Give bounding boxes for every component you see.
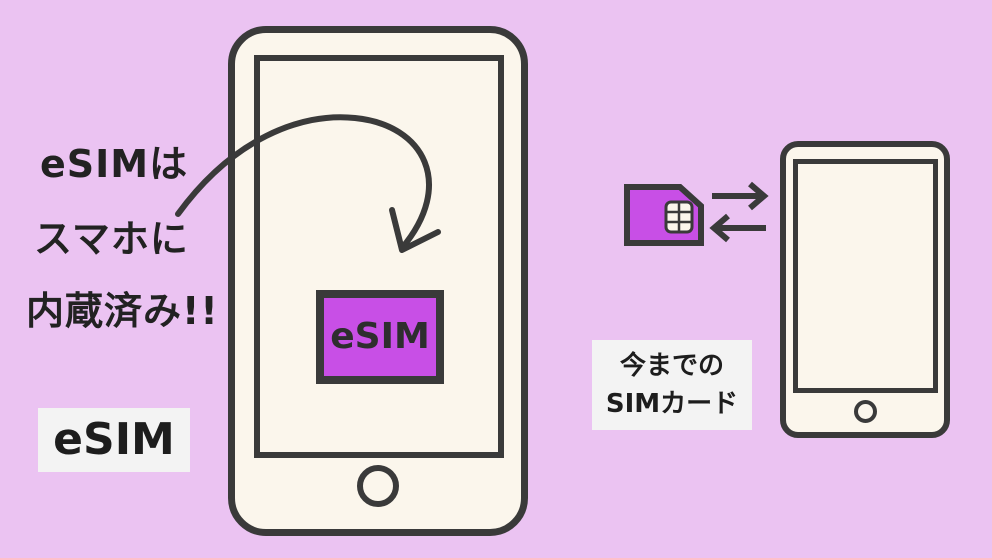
old-sim-label: 今までの SIMカード [592,340,752,430]
swap-arrows-icon [709,181,769,243]
caption-line-2: スマホに [34,217,189,261]
esim-chip-face: eSIM [324,298,436,376]
esim-tag-text: eSIM [53,414,175,465]
sim-card-icon [624,184,704,246]
small-phone-screen [793,159,938,393]
caption-line-1: eSIMは [40,142,189,186]
small-phone-home-button [854,400,877,423]
esim-chip-label: eSIM [330,316,430,357]
old-sim-label-line-2: SIMカード [605,389,739,419]
caption-line-3: 内蔵済み!! [26,289,219,333]
old-sim-label-line-1: 今までの [619,351,724,381]
esim-tag: eSIM [38,408,190,472]
large-phone-home-button [357,465,399,507]
esim-chip: eSIM [316,290,444,384]
